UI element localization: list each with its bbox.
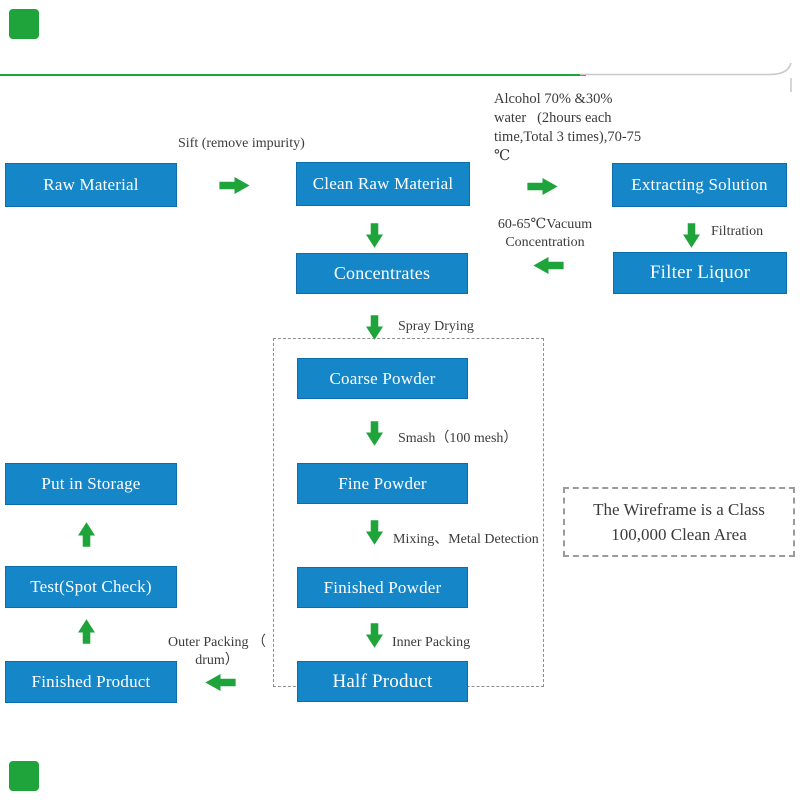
- clean-area-note-box: The Wireframe is a Class 100,000 Clean A…: [563, 487, 795, 557]
- label-filtration: Filtration: [711, 224, 764, 239]
- arrow-left-icon: [205, 674, 236, 691]
- node-half-product: Half Product: [297, 661, 468, 702]
- node-finished-powder: Finished Powder: [297, 567, 468, 608]
- node-raw-material: Raw Material: [5, 163, 177, 207]
- node-coarse-powder: Coarse Powder: [297, 358, 468, 399]
- label-sift: Sift (remove impurity): [178, 136, 305, 151]
- arrow-down-icon: [366, 520, 383, 545]
- label-vacuum-concentration: 60-65℃Vacuum Concentration: [497, 217, 593, 250]
- arrow-right-icon: [527, 178, 558, 195]
- label-alcohol-extraction: Alcohol 70% &30% water (2hours each time…: [494, 91, 642, 164]
- arrow-right-icon: [219, 177, 250, 194]
- label-smash: Smash（100 mesh）: [398, 431, 518, 446]
- node-finished-product: Finished Product: [5, 661, 177, 703]
- node-extracting-solution: Extracting Solution: [612, 163, 787, 207]
- label-spray-drying: Spray Drying: [398, 319, 474, 334]
- header-rule-flourish: [580, 62, 792, 92]
- node-label: Concentrates: [333, 263, 431, 283]
- arrow-down-icon: [683, 223, 700, 248]
- node-label: Fine Powder: [338, 473, 427, 493]
- arrow-down-icon: [366, 421, 383, 446]
- node-fine-powder: Fine Powder: [297, 463, 468, 504]
- node-label: Coarse Powder: [329, 368, 436, 388]
- node-filter-liquor: Filter Liquor: [613, 252, 787, 294]
- arrow-down-icon: [366, 623, 383, 648]
- header-rule-line: [0, 74, 586, 76]
- arrow-left-icon: [533, 257, 564, 274]
- node-label: Finished Product: [31, 672, 151, 691]
- arrow-down-icon: [366, 315, 383, 340]
- node-label: Half Product: [332, 670, 433, 692]
- green-corner-mark-bottom: [9, 761, 39, 791]
- clean-area-note-text: The Wireframe is a Class 100,000 Clean A…: [593, 500, 765, 544]
- label-inner-packing: Inner Packing: [392, 635, 471, 650]
- node-concentrates: Concentrates: [296, 253, 468, 294]
- node-put-in-storage: Put in Storage: [5, 463, 177, 505]
- node-label: Filter Liquor: [649, 262, 751, 283]
- label-outer-packing: Outer Packing （ drum）: [168, 635, 266, 668]
- node-test-spot-check: Test(Spot Check): [5, 566, 177, 608]
- node-label: Finished Powder: [323, 577, 442, 597]
- node-label: Extracting Solution: [631, 175, 768, 194]
- label-mixing-metal-detection: Mixing、Metal Detection: [393, 532, 539, 547]
- node-clean-raw-material: Clean Raw Material: [296, 162, 470, 206]
- node-label: Clean Raw Material: [312, 174, 454, 193]
- arrow-down-icon: [366, 223, 383, 248]
- arrow-up-icon: [78, 619, 95, 644]
- node-label: Put in Storage: [41, 474, 141, 493]
- green-corner-mark-top: [9, 9, 39, 39]
- node-label: Raw Material: [43, 175, 139, 194]
- arrow-up-icon: [78, 522, 95, 547]
- node-label: Test(Spot Check): [30, 577, 152, 596]
